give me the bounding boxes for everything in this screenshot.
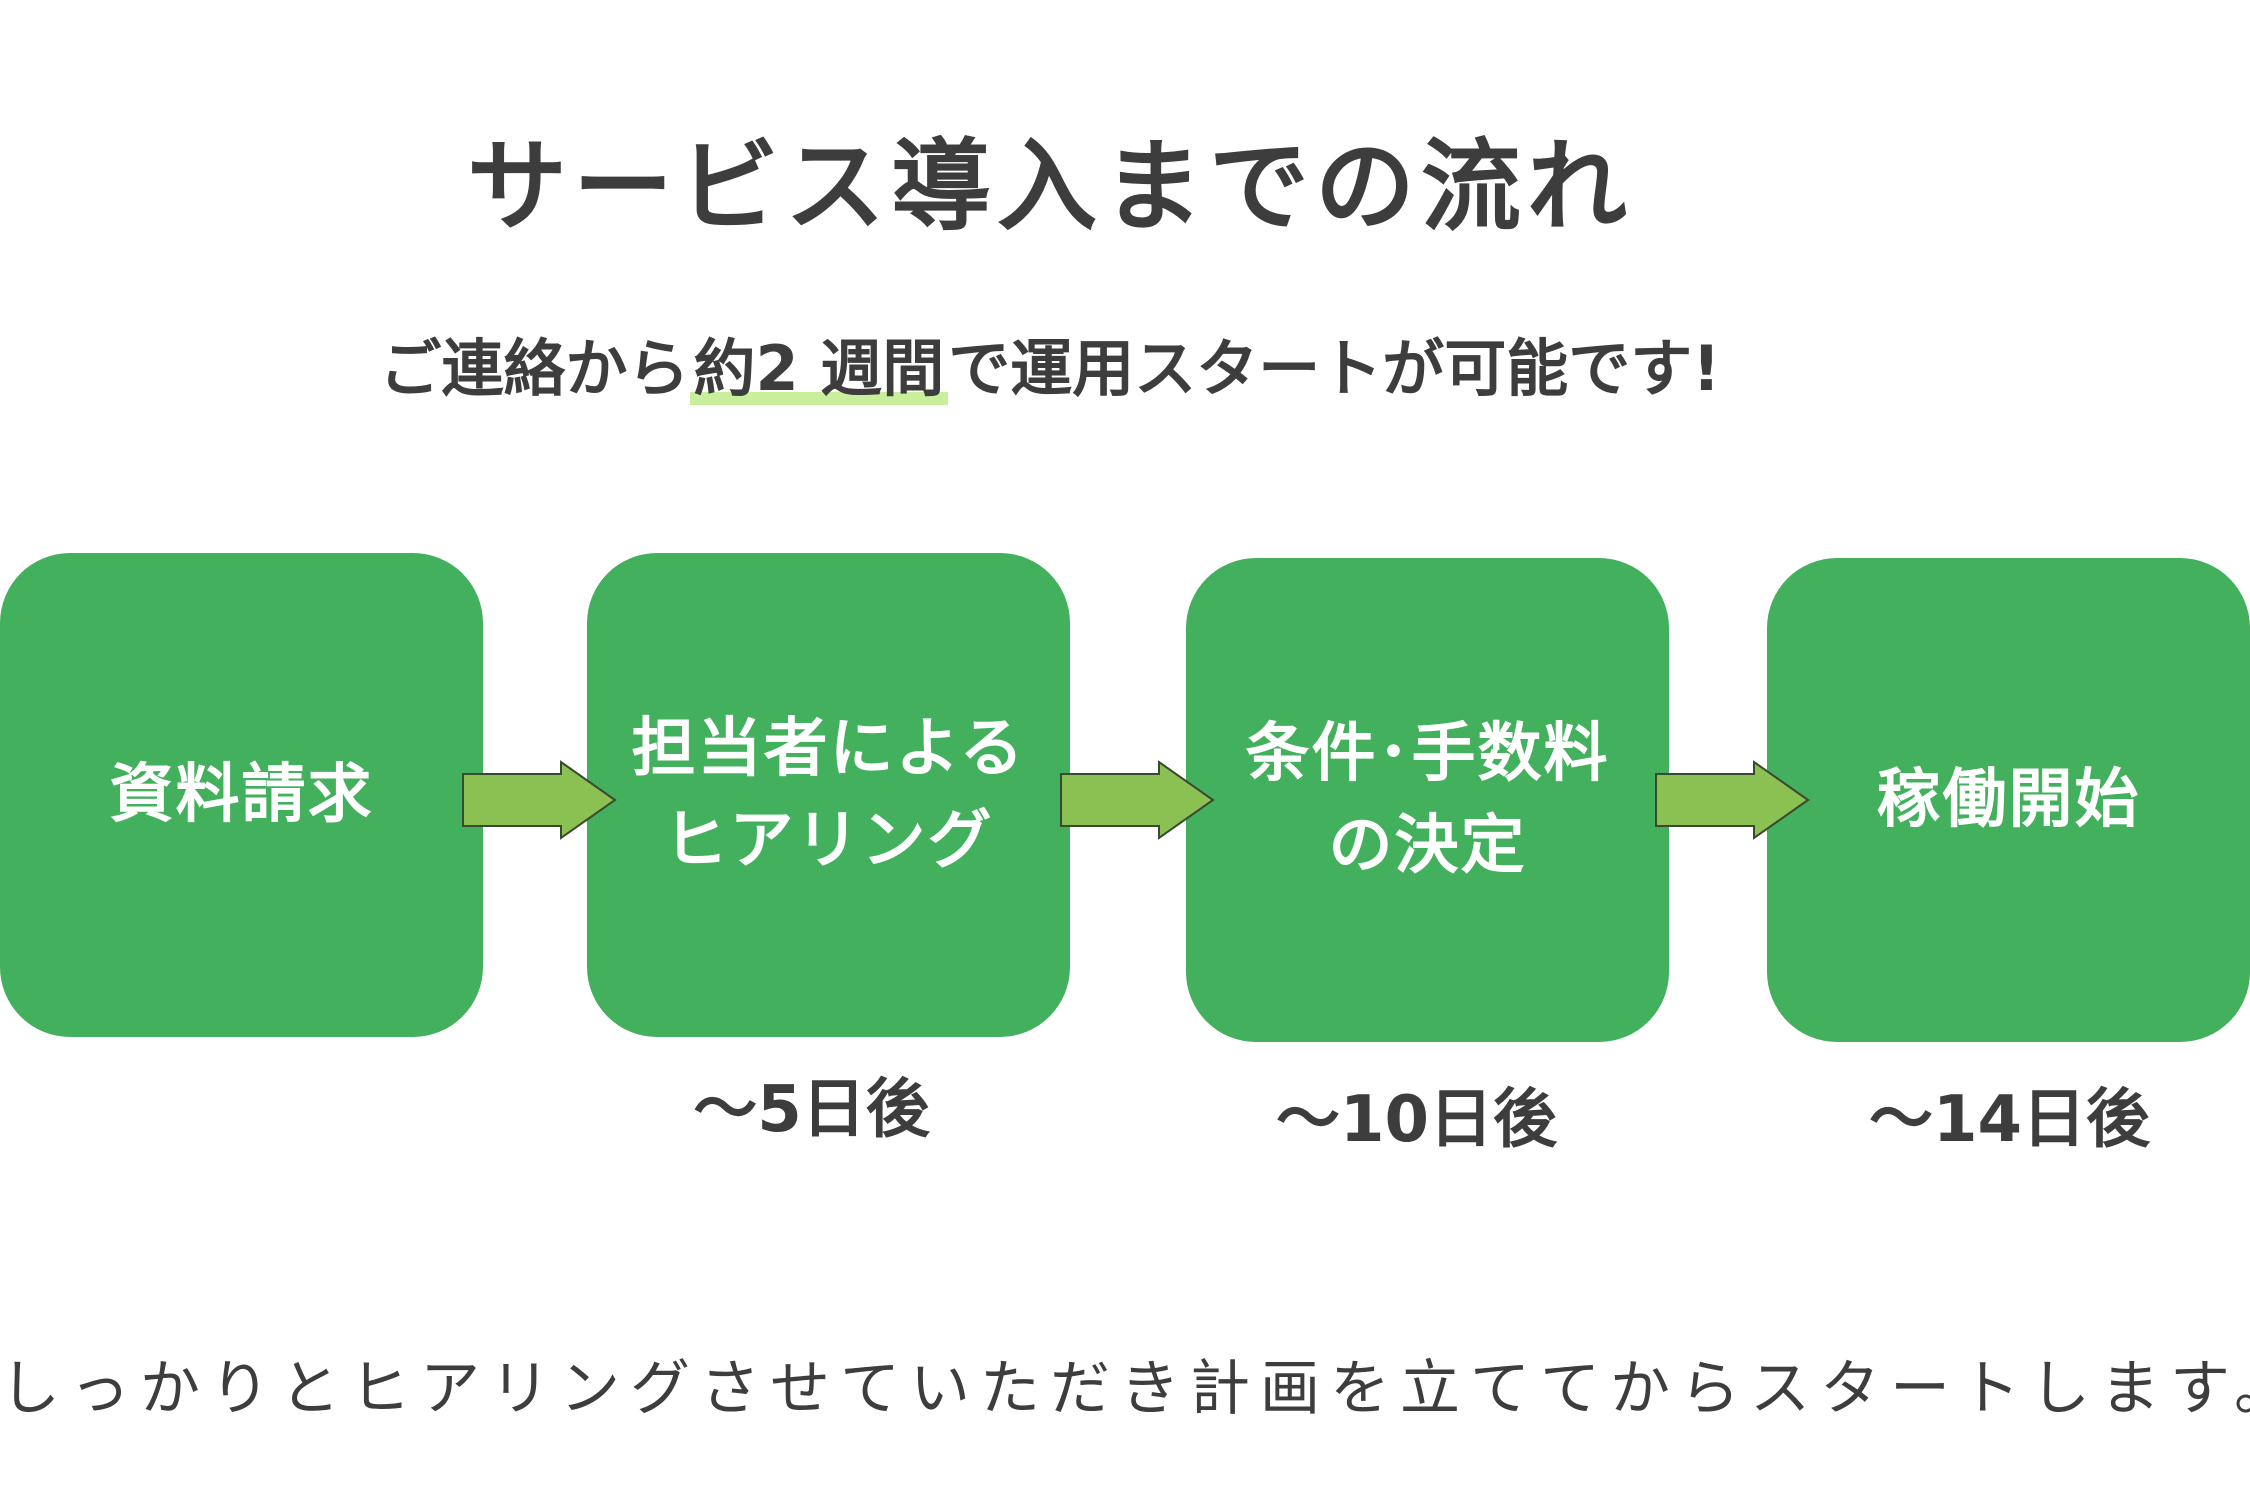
page-title: サービス導入までの流れ — [467, 128, 1633, 245]
subtitle-after: で運用スタートが可能です! — [948, 332, 1721, 405]
right-arrow-icon — [462, 760, 617, 840]
day-label-3: ～10日後 — [1275, 1083, 1558, 1157]
right-arrow-icon — [1655, 760, 1810, 840]
step-box-1: 資料請求 — [0, 553, 483, 1037]
day-label-4: ～14日後 — [1868, 1083, 2151, 1157]
subtitle-highlight: 約2 週間 — [689, 332, 949, 405]
step-box-2: 担当者による ヒアリング — [587, 553, 1070, 1037]
step-label-4: 稼働開始 — [1876, 763, 2141, 837]
step-label-3: 条件･手数料 の決定 — [1245, 717, 1610, 883]
step-label-1: 資料請求 — [109, 758, 374, 832]
subtitle: ご連絡から約2 週間で運用スタートが可能です! — [0, 318, 2100, 408]
step-box-3: 条件･手数料 の決定 — [1186, 558, 1669, 1042]
step-label-2: 担当者による ヒアリング — [631, 712, 1026, 878]
right-arrow-icon — [1060, 760, 1215, 840]
footer-text: しっかりとヒアリングさせていただき計画を立ててからスタートします。 — [0, 1354, 2250, 1424]
subtitle-before: ご連絡から — [379, 332, 690, 405]
step-box-4: 稼働開始 — [1767, 558, 2250, 1042]
day-label-2: ～5日後 — [693, 1073, 930, 1147]
